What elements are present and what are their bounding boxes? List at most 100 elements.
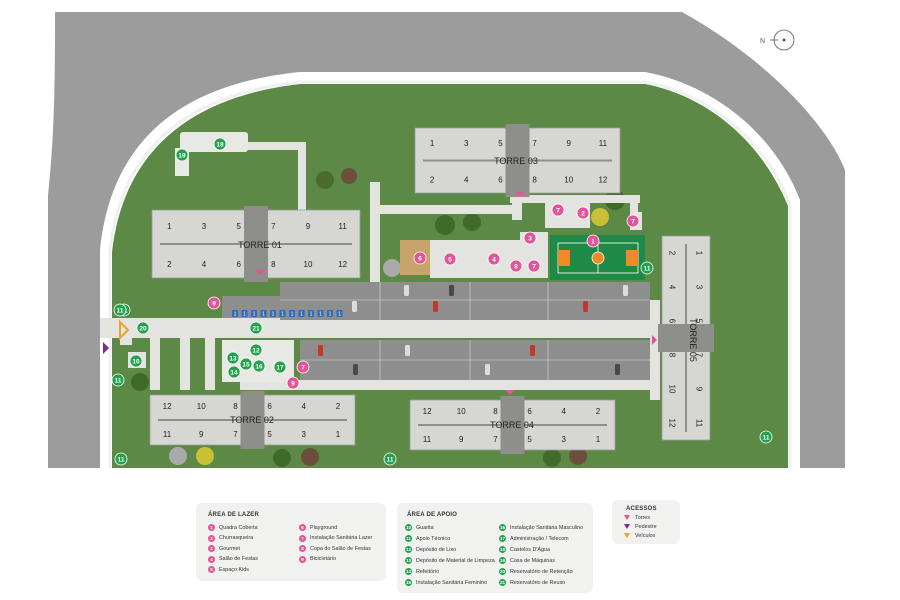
marker-pink-4[interactable]: 4 (487, 252, 501, 266)
marker-green-17[interactable]: 17 (273, 360, 287, 374)
marker-green-19[interactable]: 19 (175, 148, 189, 162)
legend-number-dot: 8 (299, 545, 306, 552)
marker-label: 15 (242, 362, 250, 369)
legend-label: Instalação Sanitária Masculino (510, 524, 584, 531)
marker-pink-9[interactable]: 9 (286, 376, 300, 390)
legend-number-dot: 16 (499, 524, 506, 531)
marker-pink-9[interactable]: 9 (207, 296, 221, 310)
marker-green-21[interactable]: 21 (249, 321, 263, 335)
tower-access-arrow (505, 390, 515, 395)
legend-number-dot: 18 (499, 546, 506, 553)
unit-number: 2 (336, 402, 341, 411)
unit-number: 12 (598, 176, 607, 185)
unit-number: 11 (599, 139, 608, 148)
unit-number: 9 (199, 430, 204, 439)
marker-pink-6[interactable]: 6 (413, 251, 427, 265)
legend-number-dot: 10 (405, 524, 412, 531)
unit-number: 10 (457, 407, 466, 416)
unit-number: 9 (567, 139, 572, 148)
marker-pink-7[interactable]: 7 (296, 360, 310, 374)
marker-label: 12 (252, 348, 260, 355)
marker-pink-7[interactable]: 7 (551, 203, 565, 217)
unit-number: 10 (304, 260, 313, 269)
legend-item: 1 Quadra Coberta (208, 523, 258, 532)
pedestrian-access-arrow (103, 342, 109, 354)
accessible-parking-badge: 1 (241, 310, 248, 318)
marker-label: 19 (178, 153, 186, 160)
legend-number-dot: 2 (208, 534, 215, 542)
unit-number: 5 (236, 222, 241, 231)
marker-green-16[interactable]: 16 (252, 359, 266, 373)
marker-green-12[interactable]: 12 (249, 343, 263, 357)
marker-pink-5[interactable]: 5 (443, 252, 457, 266)
unit-number: 5 (498, 139, 503, 148)
marker-pink-3[interactable]: 3 (523, 231, 537, 245)
legend-lazer-title: ÁREA DE LAZER (208, 512, 260, 518)
svg-text:1: 1 (319, 312, 322, 318)
marker-green-11[interactable]: 11 (111, 373, 125, 387)
marker-green-10[interactable]: 10 (129, 354, 143, 368)
marker-label: 17 (276, 365, 284, 372)
marker-label: 1 (591, 239, 595, 246)
marker-green-11[interactable]: 11 (114, 452, 128, 466)
legend-access-item: Veículos (624, 531, 655, 540)
access-arrow-icon (624, 515, 630, 520)
marker-pink-7[interactable]: 7 (626, 214, 640, 228)
compass-label: N (760, 38, 765, 45)
accessible-parking-badge: 1 (232, 310, 238, 318)
marker-label: 7 (631, 219, 635, 226)
legend-acessos-title: ACESSOS (626, 506, 657, 512)
unit-number: 1 (596, 435, 601, 444)
marker-label: 16 (255, 364, 263, 371)
road-outer (48, 12, 845, 468)
legend-number-dot: 1 (208, 524, 215, 531)
marker-green-20[interactable]: 20 (136, 321, 150, 335)
unit-number: 4 (464, 176, 469, 185)
marker-green-11[interactable]: 11 (759, 430, 773, 444)
marker-label: 11 (387, 457, 394, 464)
unit-number: 9 (306, 222, 311, 231)
unit-number: 7 (532, 139, 537, 148)
accessible-parking-badge: 1 (289, 310, 295, 318)
legend-label: Reservatório de Retenção (510, 568, 573, 575)
marker-pink-7[interactable]: 7 (527, 259, 541, 273)
marker-green-18[interactable]: 18 (213, 137, 227, 151)
unit-number: 7 (493, 435, 498, 444)
unit-number: 11 (694, 419, 703, 428)
legend-label: Gourmet (219, 545, 240, 552)
marker-label: 11 (763, 435, 770, 442)
legend-label: Veículos (635, 532, 656, 539)
unit-number: 5 (527, 435, 532, 444)
marker-green-14[interactable]: 14 (227, 365, 241, 379)
legend-label: Bicicletário (310, 556, 337, 562)
legend-label: Quadra Coberta (219, 524, 258, 531)
marker-label: 4 (492, 257, 496, 264)
legend-label: Castelos D'Água (510, 546, 550, 553)
marker-green-11[interactable]: 11 (640, 261, 654, 275)
marker-green-11[interactable]: 11 (383, 452, 397, 466)
vehicle-access-arrow (119, 319, 130, 341)
unit-number: 4 (202, 260, 207, 269)
unit-number: 3 (464, 139, 469, 148)
marker-pink-1[interactable]: 1 (586, 234, 600, 248)
accessible-parking-badge: 1 (336, 310, 343, 318)
marker-pink-8[interactable]: 8 (509, 259, 523, 273)
unit-number: 12 (163, 402, 172, 411)
unit-number: 7 (233, 430, 238, 439)
marker-pink-2[interactable]: 2 (576, 206, 590, 220)
marker-green-11[interactable]: 11 (113, 303, 127, 317)
marker-label: 11 (115, 378, 122, 385)
marker-green-15[interactable]: 15 (239, 357, 253, 371)
unit-number: 12 (338, 260, 347, 269)
svg-text:1: 1 (300, 312, 303, 318)
tower-name: TORRE 01 (238, 240, 282, 250)
marker-green-13[interactable]: 13 (226, 351, 240, 365)
